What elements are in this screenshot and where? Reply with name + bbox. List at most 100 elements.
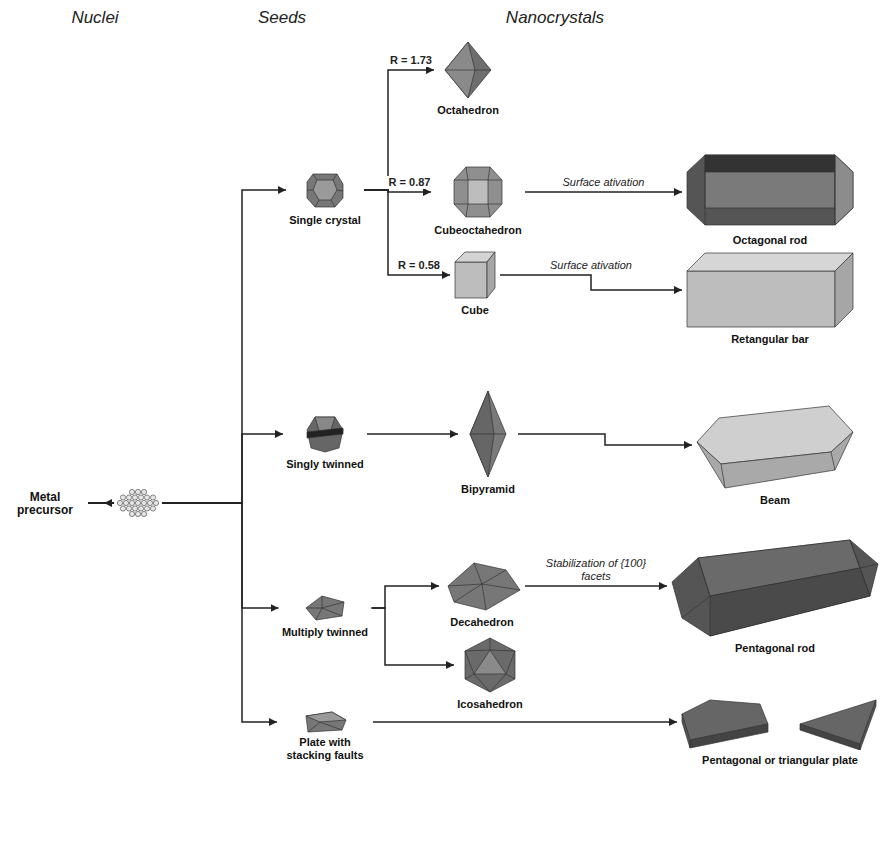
nucleus-atom [123, 500, 128, 505]
node-caption: Plate with stacking faults [280, 734, 370, 762]
crystal-figure [302, 594, 348, 622]
node-caption: Decahedron [450, 614, 514, 629]
crystal-figure [305, 170, 345, 210]
crystal-node: Plate with stacking faults [277, 710, 373, 763]
flow-arrow [88, 503, 277, 722]
crystal-figure [305, 414, 345, 454]
nucleus-atom [144, 495, 149, 500]
crystal-facet [307, 174, 343, 207]
edge-label: Surface ativation [548, 259, 634, 272]
crystal-node: Multiply twinned [279, 594, 372, 640]
node-caption: Metal precursor [5, 489, 85, 517]
node-caption: Bipyramid [461, 481, 515, 496]
crystal-figure [468, 389, 508, 479]
flow-arrow [500, 275, 682, 290]
crystal-facet [307, 428, 343, 438]
crystal-facet [445, 70, 491, 71]
column-header: Seeds [258, 8, 306, 28]
crystal-facet [308, 722, 342, 732]
crystal-figure [453, 250, 497, 300]
nucleus-atom [129, 500, 134, 505]
node-caption: Beam [760, 492, 790, 507]
crystal-facet [682, 540, 878, 618]
crystal-facet [465, 638, 515, 692]
crystal-facet [705, 155, 835, 225]
nucleus-atom [129, 511, 134, 516]
nucleus-atom [138, 495, 143, 500]
node-caption: Octagonal rod [733, 232, 808, 247]
flow-arrow [525, 191, 682, 193]
crystal-facet [455, 262, 487, 298]
crystal-facet [470, 434, 506, 435]
nucleus-atom [132, 495, 137, 500]
crystal-facet [306, 596, 344, 620]
crystal-facet [306, 712, 346, 722]
nucleus-atom [120, 495, 125, 500]
crystal-node: Octagonal rod [682, 150, 858, 248]
crystal-node: Decahedron [439, 560, 525, 630]
nucleus-atom [120, 506, 125, 511]
crystal-facet [697, 432, 853, 488]
crystal-facet [672, 540, 878, 636]
crystal-facet [705, 155, 835, 172]
crystal-figure [442, 560, 522, 612]
nucleus-atom [141, 500, 146, 505]
crystal-figure [695, 400, 855, 490]
crystal-figure [685, 251, 855, 329]
crystal-facet [307, 417, 343, 452]
nuclei-cluster [117, 489, 158, 516]
crystal-node: Beam [692, 400, 858, 508]
node-caption: Icosahedron [457, 696, 522, 711]
nucleus-atom [135, 511, 140, 516]
crystal-node: Octahedron [434, 40, 502, 118]
crystal-facet [306, 596, 344, 620]
edge-label: Stabilization of {100} facets [538, 557, 654, 583]
crystal-node: Bipyramid [458, 389, 518, 497]
crystal-facet [687, 253, 853, 271]
crystal-facet [705, 172, 835, 208]
crystal-node: Singly twinned [283, 414, 367, 472]
crystal-facet [307, 174, 343, 207]
crystal-node: Pentagonal rod [667, 538, 883, 656]
edge-label: R = 0.87 [387, 176, 433, 189]
crystal-node: Retangular bar [682, 251, 858, 347]
crystal-facet [465, 638, 515, 692]
flow-arrow [518, 434, 692, 445]
crystal-facet [468, 180, 488, 204]
nucleus-atom [138, 506, 143, 511]
nucleus-atom [141, 511, 146, 516]
node-caption: Cube [461, 302, 489, 317]
node-caption: Multiply twinned [282, 624, 368, 639]
crystal-facet [800, 724, 860, 750]
crystal-figure [302, 710, 348, 734]
crystal-node: Pentagonal or triangular plate [677, 694, 883, 768]
edge-label: R = 1.73 [388, 54, 434, 67]
crystal-node: Cube [450, 250, 500, 318]
flow-arrow [367, 433, 458, 435]
column-header: Nanocrystals [506, 8, 604, 28]
node-caption: Singly twinned [286, 456, 364, 471]
crystal-facet [835, 155, 853, 225]
nucleus-atom [135, 489, 140, 494]
crystal-facet [710, 568, 870, 636]
crystal-facet [470, 391, 506, 477]
crystal-figure [462, 636, 518, 694]
crystal-node: Icosahedron [454, 636, 526, 712]
flow-arrow [372, 608, 455, 665]
crystal-figure [685, 150, 855, 230]
arrow-head [104, 499, 112, 507]
crystal-figure [443, 40, 493, 100]
crystal-facet [313, 180, 337, 200]
nucleus-atom [117, 500, 122, 505]
edge-label: Surface ativation [561, 176, 647, 189]
node-caption: Cubeoctahedron [434, 222, 521, 237]
nucleus-atom [135, 500, 140, 505]
edge-label: R = 0.58 [396, 259, 442, 272]
flow-arrow [88, 190, 286, 503]
flow-arrow [372, 586, 440, 608]
crystal-node: Cubeoctahedron [431, 164, 525, 238]
nucleus-atom [150, 495, 155, 500]
crystal-facet [687, 271, 835, 327]
nuclei-ground [114, 487, 162, 519]
